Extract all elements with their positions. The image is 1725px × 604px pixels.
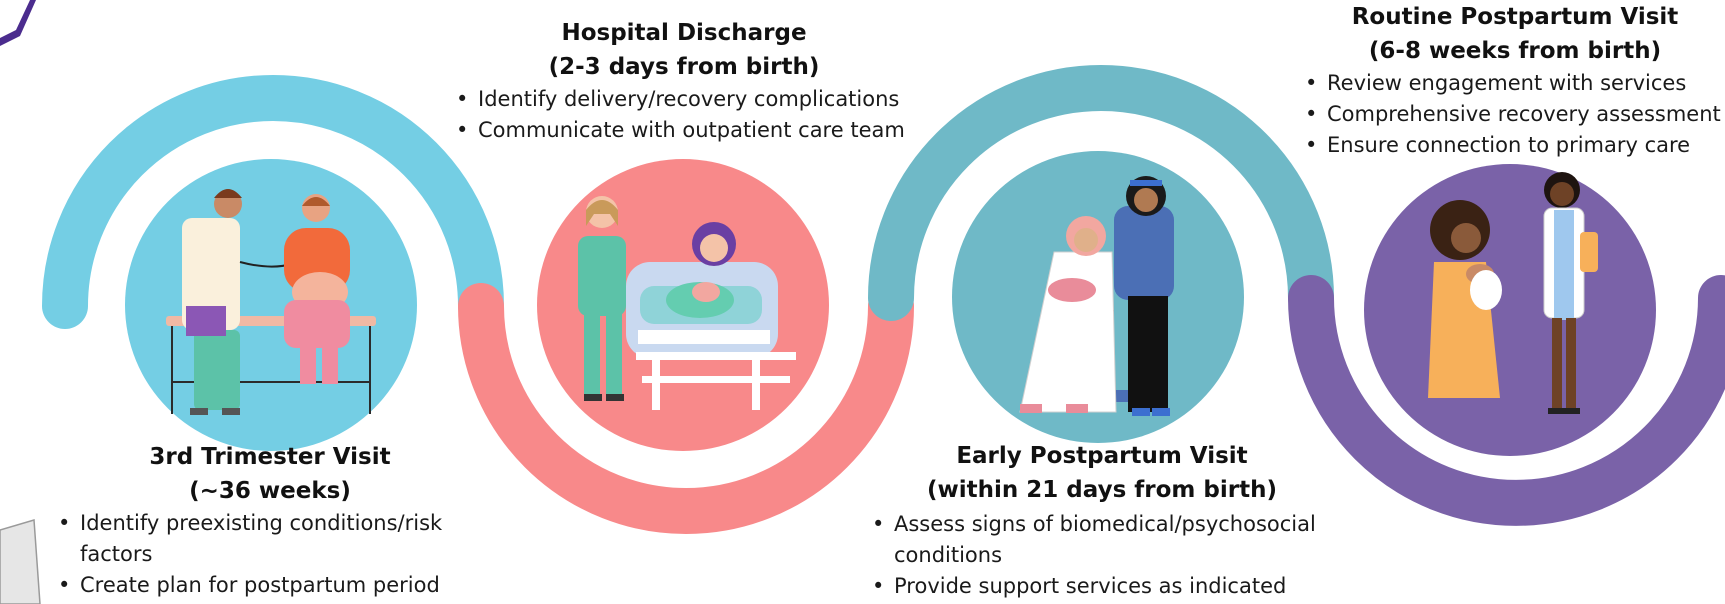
stage-4-title: Routine Postpartum Visit (6-8 weeks from… — [1305, 0, 1725, 68]
stage-4-bullets: Review engagement with services Comprehe… — [1305, 68, 1725, 161]
stage-1-bullet: Create plan for postpartum period — [58, 570, 488, 601]
stage-circle-1 — [125, 159, 417, 451]
stage-3-bullet: Assess signs of biomedical/psychosocial … — [872, 509, 1332, 571]
mother-doctor-illustration — [1428, 172, 1598, 414]
stage-4-title-line1: Routine Postpartum Visit — [1351, 4, 1679, 30]
stage-2-bullet: Identify delivery/recovery complications — [456, 84, 936, 115]
stage-4-bullet: Review engagement with services — [1305, 68, 1725, 99]
corner-accent-bottom-left — [0, 519, 41, 604]
stage-1-bullet: Identify preexisting conditions/risk fac… — [58, 508, 488, 570]
stage-2-title-line2: (2-3 days from birth) — [548, 54, 820, 80]
stage-3-bullets: Assess signs of biomedical/psychosocial … — [872, 509, 1332, 602]
stage-2-bullet: Communicate with outpatient care team — [456, 115, 936, 146]
stage-3-title: Early Postpartum Visit (within 21 days f… — [872, 439, 1332, 507]
stage-4-bullet: Comprehensive recovery assessment — [1305, 99, 1725, 130]
corner-accent-top-left — [0, 0, 36, 46]
stage-4-bullet: Ensure connection to primary care — [1305, 130, 1725, 161]
arc-teal — [868, 65, 1334, 321]
nurse-mother-illustration — [578, 196, 796, 410]
stage-1-title-line1: 3rd Trimester Visit — [149, 444, 391, 470]
stage-3-title-line1: Early Postpartum Visit — [956, 443, 1248, 469]
mother-supporter-illustration — [1019, 176, 1174, 416]
stage-3-title-line2: (within 21 days from birth) — [927, 477, 1277, 503]
stage-2-title: Hospital Discharge (2-3 days from birth) — [456, 16, 912, 84]
stage-circle-4 — [1364, 164, 1656, 456]
stage-2-text: Hospital Discharge (2-3 days from birth)… — [456, 16, 936, 146]
arc-blue — [42, 75, 504, 329]
stage-4-title-line2: (6-8 weeks from birth) — [1368, 38, 1662, 64]
stage-3-text: Early Postpartum Visit (within 21 days f… — [872, 439, 1352, 602]
arc-coral — [458, 283, 914, 534]
stage-2-bullets: Identify delivery/recovery complications… — [456, 84, 936, 146]
stage-2-title-line1: Hospital Discharge — [561, 20, 807, 46]
arc-purple — [1288, 275, 1725, 526]
stage-1-text: 3rd Trimester Visit (~36 weeks) Identify… — [50, 440, 530, 601]
stage-4-text: Routine Postpartum Visit (6-8 weeks from… — [1305, 0, 1725, 161]
doctor-patient-illustration — [166, 189, 376, 415]
stage-1-bullets: Identify preexisting conditions/risk fac… — [58, 508, 488, 601]
stage-3-bullet: Provide support services as indicated — [872, 571, 1332, 602]
stage-1-title-line2: (~36 weeks) — [189, 478, 351, 504]
stage-1-title: 3rd Trimester Visit (~36 weeks) — [50, 440, 490, 508]
